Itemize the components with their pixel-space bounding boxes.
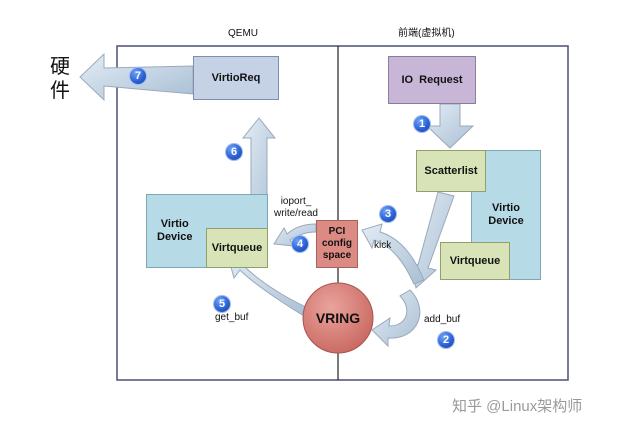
step-badge-6: 6 bbox=[226, 144, 242, 160]
scatterlist-box: Scatterlist bbox=[416, 150, 486, 192]
step-badge-4: 4 bbox=[292, 236, 308, 252]
qemu-frame bbox=[116, 45, 569, 381]
hardware-label: 硬件 bbox=[50, 54, 70, 102]
ioport-label: ioport_ write/read bbox=[274, 196, 318, 219]
virtqueue-left-box: Virtqueue bbox=[206, 228, 268, 268]
get-buf-label: get_buf bbox=[215, 312, 249, 323]
arrow-2-add-buf bbox=[371, 289, 421, 348]
arrow-3-kick bbox=[361, 223, 425, 285]
step-badge-3: 3 bbox=[380, 206, 396, 222]
step-badge-1: 1 bbox=[414, 116, 430, 132]
virtqueue-right-box: Virtqueue bbox=[440, 242, 510, 280]
add-buf-label: add_buf bbox=[424, 314, 461, 325]
vring-label: VRING bbox=[315, 309, 361, 326]
step-badge-5: 5 bbox=[214, 296, 230, 312]
frontend-title: 前端(虚拟机) bbox=[398, 28, 455, 39]
virtioreq-box: VirtioReq bbox=[193, 56, 279, 100]
arrow-4-pci-to-virtqueue bbox=[273, 223, 317, 247]
qemu-title: QEMU bbox=[228, 28, 258, 39]
pci-config-space-box: PCI config space bbox=[316, 220, 358, 268]
io-request-box: IO Request bbox=[388, 56, 476, 104]
vring-circle bbox=[302, 282, 374, 354]
watermark: 知乎 @Linux架构师 bbox=[452, 398, 583, 415]
kick-label: kick bbox=[374, 240, 392, 251]
step-badge-7: 7 bbox=[130, 68, 146, 84]
arrow-1-io-to-scatterlist bbox=[425, 103, 475, 149]
step-badge-2: 2 bbox=[438, 332, 454, 348]
